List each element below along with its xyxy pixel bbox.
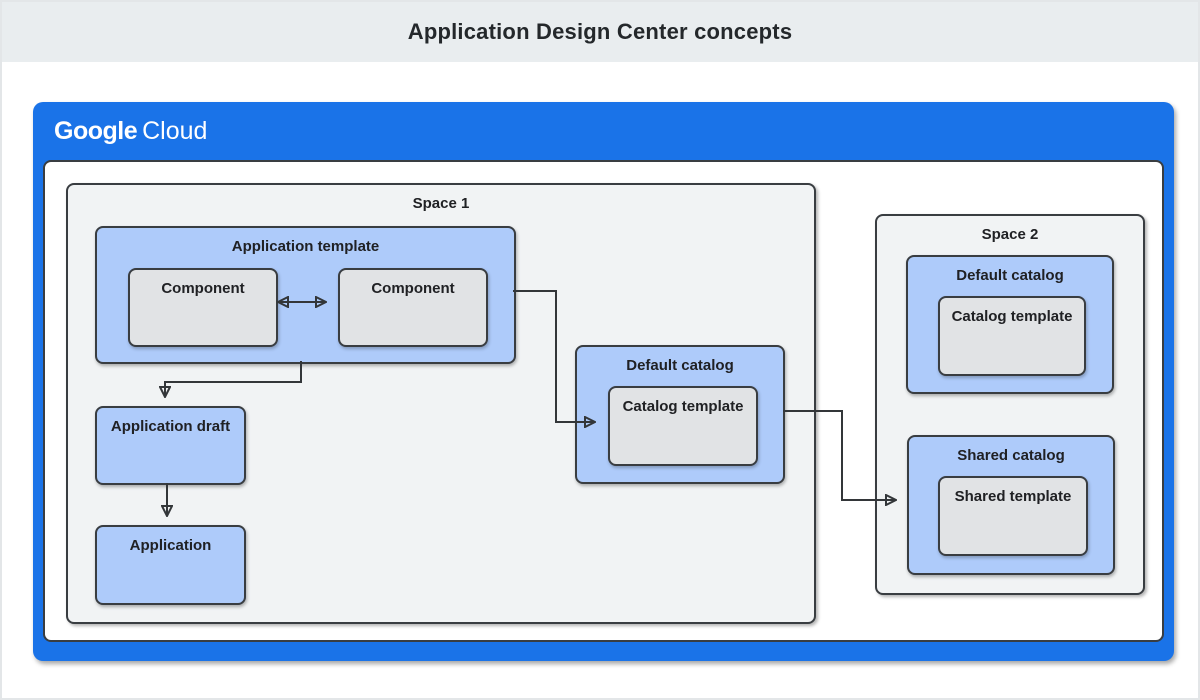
shared-template-box: Shared template [938, 476, 1088, 556]
application-template-label: Application template [231, 238, 380, 255]
application-template-box: Application template Component Component [95, 226, 516, 364]
title-banner: Application Design Center concepts [2, 2, 1198, 62]
diagram-canvas: Space 1 Application template Component C… [43, 160, 1164, 642]
application-draft-label: Application draft [110, 418, 231, 435]
space2-default-catalog-box: Default catalog Catalog template [906, 255, 1114, 394]
application-label: Application [129, 537, 212, 554]
brand-google: Google [54, 117, 138, 145]
page-title: Application Design Center concepts [407, 19, 793, 44]
shared-template-label: Shared template [954, 488, 1072, 505]
component-1-label: Component [161, 280, 245, 297]
space1-label: Space 1 [412, 195, 470, 212]
component-2-label: Component [371, 280, 455, 297]
catalog-template-label: Catalog template [622, 398, 744, 415]
space2-label: Space 2 [981, 226, 1039, 243]
space2-default-catalog-label: Default catalog [956, 267, 1064, 284]
default-catalog-box: Default catalog Catalog template [575, 345, 785, 484]
catalog-template-box: Catalog template [608, 386, 758, 466]
space2-catalog-template-box: Catalog template [938, 296, 1086, 376]
shared-catalog-box: Shared catalog Shared template [907, 435, 1115, 575]
application-box: Application [95, 525, 246, 605]
component-box-2: Component [338, 268, 488, 347]
space2-container: Space 2 Default catalog Catalog template… [875, 214, 1145, 595]
default-catalog-label: Default catalog [626, 357, 734, 374]
space1-container: Space 1 Application template Component C… [66, 183, 816, 624]
component-box-1: Component [128, 268, 278, 347]
space2-catalog-template-label: Catalog template [951, 308, 1073, 325]
shared-catalog-label: Shared catalog [957, 447, 1065, 464]
application-draft-box: Application draft [95, 406, 246, 485]
brand-cloud: Cloud [142, 117, 208, 145]
